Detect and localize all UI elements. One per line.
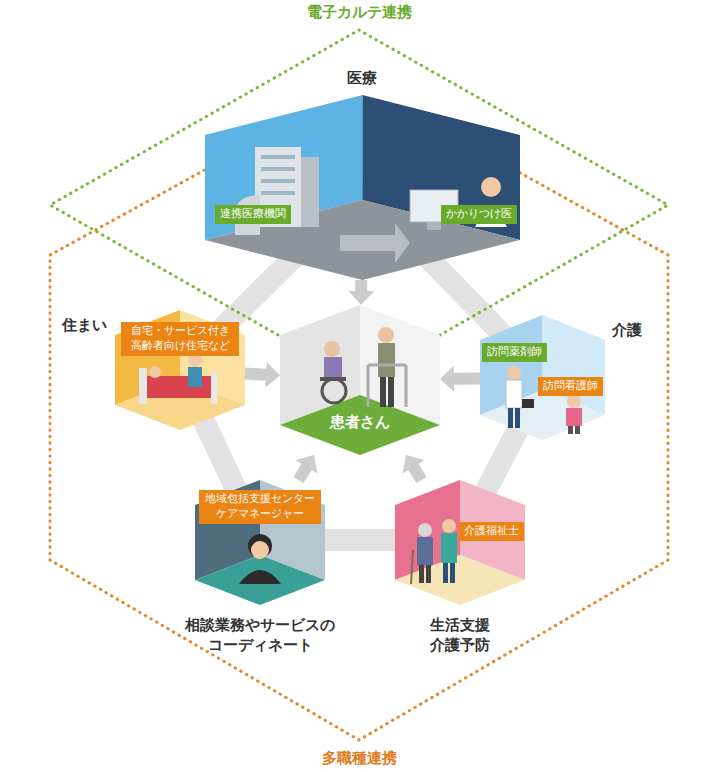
tag-text: 地域包括支援センター ケアマネージャー — [204, 492, 316, 522]
role-tag: 地域包括支援センター ケアマネージャー — [199, 490, 321, 524]
flow-arrow — [245, 362, 280, 388]
flow-arrow — [402, 455, 426, 483]
flow-arrow — [440, 366, 480, 392]
room-box: 介護訪問薬剤師訪問看護師 — [480, 315, 605, 440]
flow-arrow — [293, 455, 317, 483]
role-tag: かかりつけ医 — [441, 205, 517, 224]
region-label: 多職種連携 — [322, 749, 397, 767]
role-tag: 連携医療機関 — [215, 205, 291, 224]
team-dotted-outline — [50, 145, 668, 740]
region-label: 電子カルテ連携 — [307, 3, 412, 21]
tag-text: 自宅・サービス付き 高齢者向け住宅など — [126, 324, 234, 354]
ehr-dotted-outline — [50, 30, 668, 335]
room-box: 生活支援 介護予防介護福祉士 — [395, 480, 525, 605]
room-shape — [280, 305, 440, 455]
region-label-box: 多職種連携 — [0, 748, 718, 768]
role-tag: 訪問看護師 — [538, 377, 603, 396]
room-heading: 介護 — [612, 321, 662, 341]
role-tag: 介護福祉士 — [459, 522, 524, 541]
gray-ring — [180, 190, 545, 540]
room-heading: 住まい — [57, 316, 107, 336]
room-shape — [395, 480, 525, 605]
role-tag: 訪問薬剤師 — [482, 343, 547, 362]
room-box: 住まい自宅・サービス付き 高齢者向け住宅など — [115, 310, 245, 430]
room-shape — [205, 95, 520, 280]
room-heading: 患者さん — [300, 413, 420, 433]
room-box: 患者さん — [280, 305, 440, 455]
tag-text: 連携医療機関 — [220, 207, 286, 222]
room-box: 医療連携医療機関かかりつけ医 — [205, 95, 520, 280]
tag-text: 訪問薬剤師 — [487, 345, 542, 360]
tag-text: 訪問看護師 — [543, 379, 598, 394]
tag-text: 介護福祉士 — [464, 524, 519, 539]
role-tag: 自宅・サービス付き 高齢者向け住宅など — [121, 322, 239, 356]
room-heading: 相談業務やサービスの コーディネート — [182, 616, 338, 655]
room-heading: 医療 — [312, 69, 412, 89]
room-box: 相談業務やサービスの コーディネート地域包括支援センター ケアマネージャー — [195, 480, 325, 605]
flow-arrow — [348, 280, 374, 305]
tag-text: かかりつけ医 — [446, 207, 512, 222]
region-label-box: 電子カルテ連携 — [0, 2, 718, 22]
room-heading: 生活支援 介護予防 — [425, 616, 495, 655]
